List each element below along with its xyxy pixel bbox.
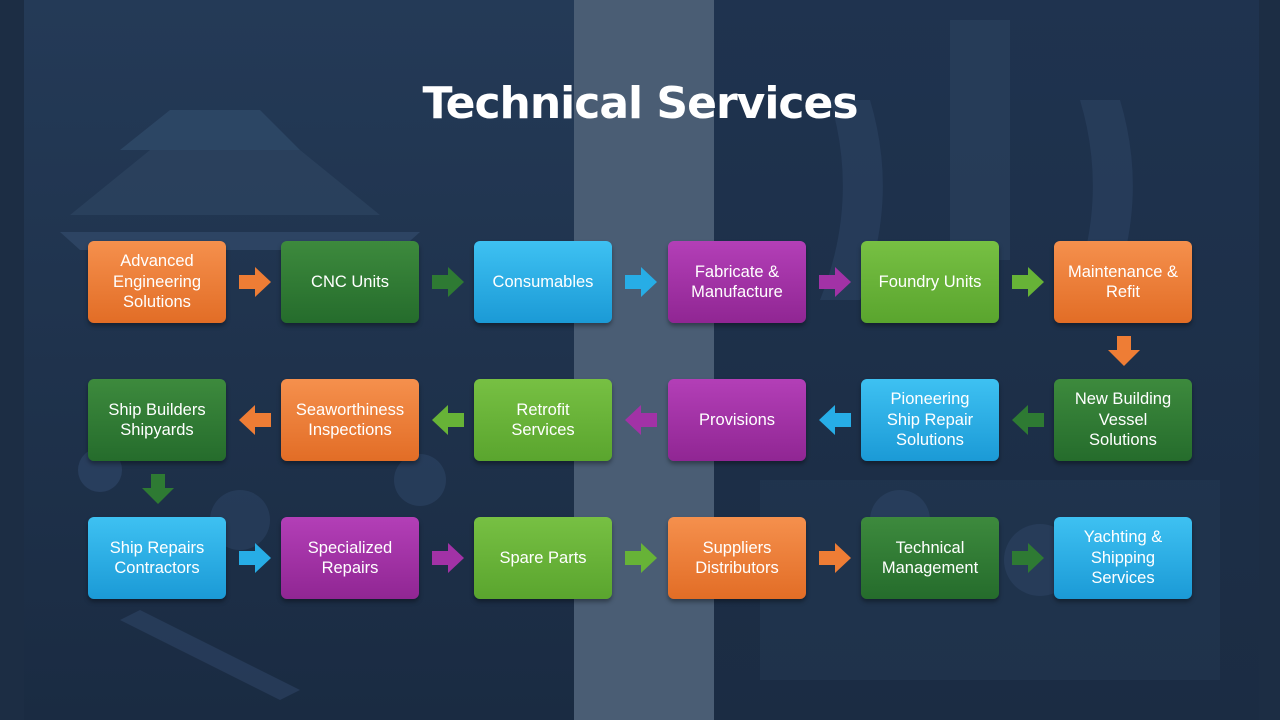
arrow-left-icon xyxy=(818,405,852,435)
node-label: Retrofit Services xyxy=(511,400,574,441)
node-label: Yachting & Shipping Services xyxy=(1084,527,1163,589)
node-label: Foundry Units xyxy=(879,272,982,293)
node-technical-management: Technical Management xyxy=(861,517,999,599)
node-label: Technical Management xyxy=(882,538,978,579)
node-retrofit-services: Retrofit Services xyxy=(474,379,612,461)
node-label: Ship Repairs Contractors xyxy=(110,538,204,579)
node-specialized-repairs: Specialized Repairs xyxy=(281,517,419,599)
arrow-left-icon xyxy=(431,405,465,435)
arrow-right-icon xyxy=(431,267,465,297)
node-label: CNC Units xyxy=(311,272,389,293)
arrow-down-icon xyxy=(141,474,175,504)
node-fabricate-manufacture: Fabricate & Manufacture xyxy=(668,241,806,323)
arrow-right-icon xyxy=(1011,543,1045,573)
arrow-left-icon xyxy=(238,405,272,435)
arrow-right-icon xyxy=(624,543,658,573)
arrow-left-icon xyxy=(1011,405,1045,435)
arrow-right-icon xyxy=(818,267,852,297)
node-suppliers-distributors: Suppliers Distributors xyxy=(668,517,806,599)
node-seaworthiness-inspections: Seaworthiness Inspections xyxy=(281,379,419,461)
node-label: Ship Builders Shipyards xyxy=(108,400,205,441)
node-maintenance-refit: Maintenance & Refit xyxy=(1054,241,1192,323)
node-advanced-engineering: Advanced Engineering Solutions xyxy=(88,241,226,323)
arrow-right-icon xyxy=(624,267,658,297)
node-label: Maintenance & Refit xyxy=(1068,262,1178,303)
node-label: Spare Parts xyxy=(499,548,586,569)
node-label: Consumables xyxy=(493,272,594,293)
node-label: Suppliers Distributors xyxy=(695,538,778,579)
node-ship-repairs-contractors: Ship Repairs Contractors xyxy=(88,517,226,599)
node-new-building: New Building Vessel Solutions xyxy=(1054,379,1192,461)
node-label: Specialized Repairs xyxy=(308,538,392,579)
node-label: Fabricate & Manufacture xyxy=(691,262,783,303)
arrow-down-icon xyxy=(1107,336,1141,366)
node-spare-parts: Spare Parts xyxy=(474,517,612,599)
node-yachting-shipping: Yachting & Shipping Services xyxy=(1054,517,1192,599)
arrow-right-icon xyxy=(1011,267,1045,297)
slide-title: Technical Services xyxy=(0,78,1280,129)
node-ship-builders-shipyards: Ship Builders Shipyards xyxy=(88,379,226,461)
node-label: Provisions xyxy=(699,410,775,431)
node-label: New Building Vessel Solutions xyxy=(1075,389,1171,451)
node-label: Seaworthiness Inspections xyxy=(296,400,404,441)
node-label: Pioneering Ship Repair Solutions xyxy=(887,389,973,451)
node-foundry-units: Foundry Units xyxy=(861,241,999,323)
node-consumables: Consumables xyxy=(474,241,612,323)
node-provisions: Provisions xyxy=(668,379,806,461)
node-pioneering-ship-repair: Pioneering Ship Repair Solutions xyxy=(861,379,999,461)
arrow-left-icon xyxy=(624,405,658,435)
arrow-right-icon xyxy=(431,543,465,573)
arrow-right-icon xyxy=(818,543,852,573)
node-label: Advanced Engineering Solutions xyxy=(113,251,201,313)
arrow-right-icon xyxy=(238,543,272,573)
arrow-right-icon xyxy=(238,267,272,297)
node-cnc-units: CNC Units xyxy=(281,241,419,323)
